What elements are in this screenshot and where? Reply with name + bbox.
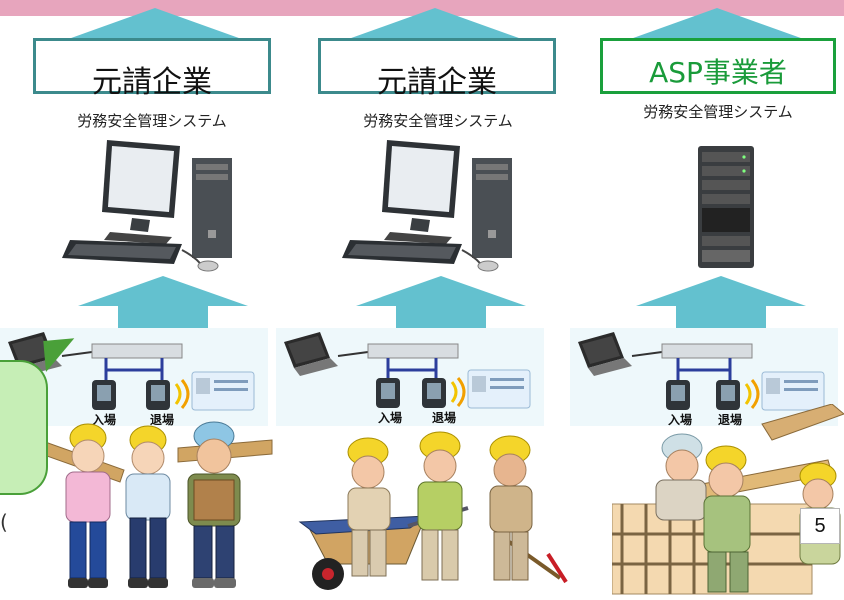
desktop-computer-icon <box>62 140 232 272</box>
org-name: 元請企業 <box>377 65 497 100</box>
gate-out-label: 退場 <box>150 412 174 426</box>
edge-decoration: ( <box>0 510 8 534</box>
up-arrow-icon <box>636 276 806 334</box>
up-arrow-icon <box>622 8 812 42</box>
page-number: 5 <box>800 508 840 544</box>
server-rack-icon <box>698 146 754 268</box>
laptop-icon <box>284 332 338 376</box>
system-label: 労務安全管理システム <box>643 103 793 121</box>
gate-out-label: 退場 <box>432 410 456 425</box>
up-arrow-icon <box>60 8 250 42</box>
org-box-3: ASP事業者 <box>600 38 836 94</box>
network-switch-icon <box>661 343 753 359</box>
org-name: 元請企業 <box>92 65 212 100</box>
system-label: 労務安全管理システム <box>363 112 513 130</box>
up-arrow-icon <box>78 276 248 334</box>
org-name: ASP事業者 <box>649 56 787 89</box>
worker-illustration <box>612 404 844 595</box>
laptop-icon <box>8 332 62 376</box>
gate-in-label: 入場 <box>668 412 692 426</box>
worker-illustration <box>29 421 273 588</box>
gate-in-label: 入場 <box>92 412 116 426</box>
up-arrow-icon <box>340 8 530 42</box>
org-box-1: 元請企業 <box>33 38 271 100</box>
up-arrow-icon <box>356 276 526 334</box>
network-switch-icon <box>91 343 183 359</box>
system-label: 労務安全管理システム <box>77 112 227 130</box>
gate-in-label: 入場 <box>378 410 402 425</box>
worker-illustration <box>298 431 568 590</box>
site-network-panel: 入場 退場 <box>570 328 838 426</box>
network-switch-icon <box>367 343 459 359</box>
site-network-panel: 入場 退場 <box>276 328 544 426</box>
org-box-2: 元請企業 <box>318 38 556 100</box>
laptop-icon <box>578 332 632 376</box>
callout-shape <box>0 360 48 495</box>
gate-out-label: 退場 <box>718 412 742 426</box>
desktop-computer-icon <box>342 140 512 272</box>
